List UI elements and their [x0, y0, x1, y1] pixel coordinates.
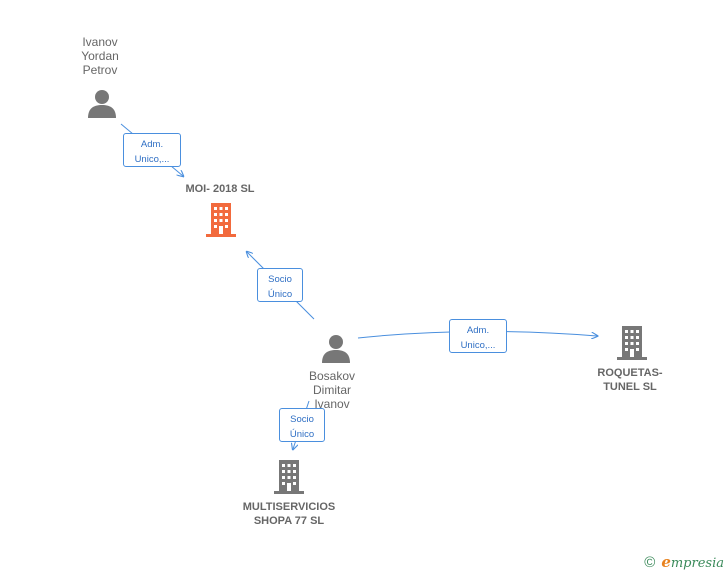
node-roquetas-label: ROQUETAS- TUNEL SL — [597, 367, 663, 393]
node-bosakov-label: Bosakov Dimitar Ivanov — [308, 369, 356, 411]
node-multiservicios-label: MULTISERVICIOS SHOPA 77 SL — [242, 501, 336, 527]
node-ivanov-label: Ivanov Yordan Petrov — [81, 35, 119, 77]
brand-initial: e — [661, 553, 671, 571]
brand-rest: mpresia — [670, 556, 724, 571]
edge-label-bosakov-moi[interactable]: Socio Único — [257, 268, 303, 302]
person-icon[interactable] — [87, 88, 117, 118]
footer-brand: © empresia — [644, 553, 724, 571]
edge-label-bosakov-multiservicios[interactable]: Socio Único — [279, 408, 325, 442]
edge-label-ivanov-moi[interactable]: Adm. Unico,... — [123, 133, 181, 167]
person-icon[interactable] — [321, 333, 351, 363]
copyright-icon: © — [644, 553, 656, 571]
building-icon[interactable] — [272, 459, 306, 495]
building-icon-highlight[interactable] — [204, 202, 238, 238]
brand-logo[interactable]: empresia — [661, 553, 724, 571]
edge-label-bosakov-roquetas[interactable]: Adm. Unico,... — [449, 319, 507, 353]
building-icon[interactable] — [615, 325, 649, 361]
node-moi-label: MOI- 2018 SL — [185, 183, 255, 195]
